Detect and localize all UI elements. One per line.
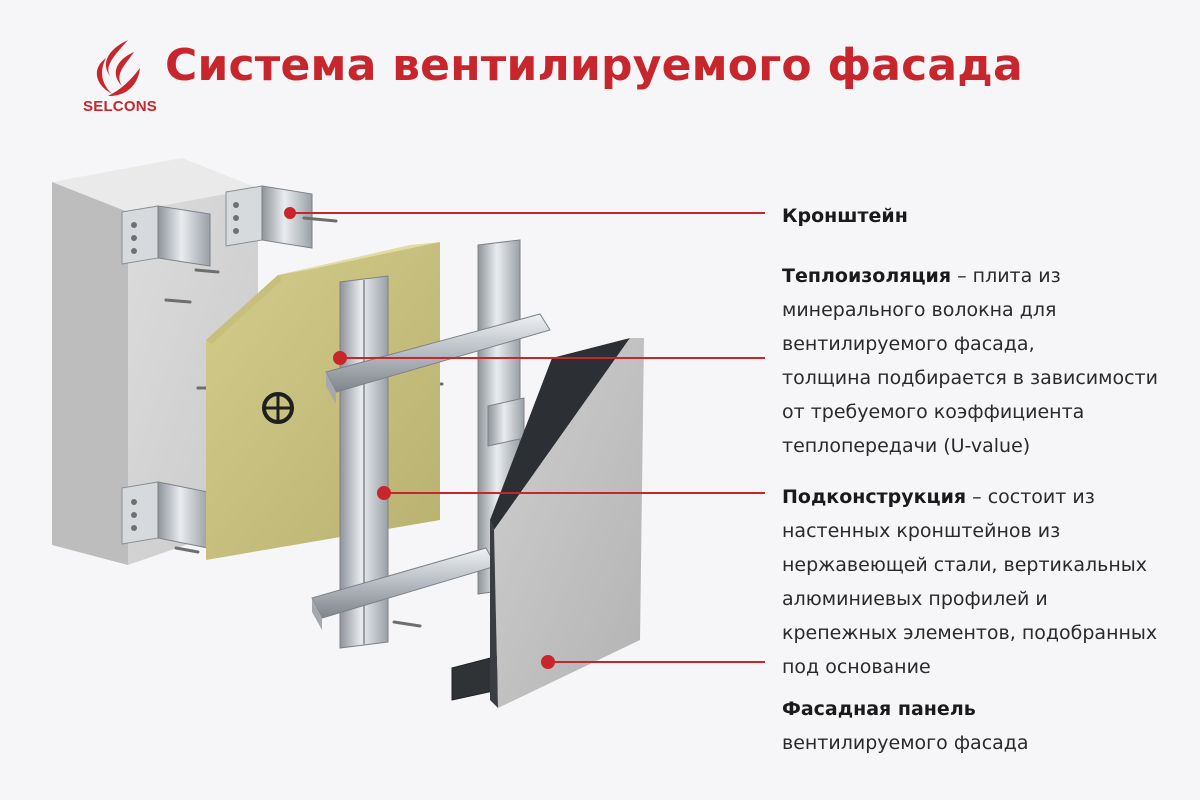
page-title: Система вентилируемого фасада <box>165 40 1023 91</box>
facade-panel <box>490 338 644 708</box>
callout-insulation-line: вентилируемого фасада, <box>782 333 1035 355</box>
callout-substructure-line: нержавеющей стали, вертикальных <box>782 554 1148 576</box>
bracket-bottom-left <box>121 481 209 549</box>
callout-facade-panel-heading: Фасадная панель <box>782 698 976 720</box>
callout-bracket-heading: Кронштейн <box>782 205 908 227</box>
callout-substructure-heading: Подконструкция <box>782 486 967 508</box>
callout-bracket: Кронштейн <box>782 199 1187 233</box>
bracket-top-right <box>225 185 313 249</box>
brand-logo: SELCONS <box>70 38 170 120</box>
callout-facade-panel-line: вентилируемого фасада <box>782 732 1029 754</box>
callout-insulation-line: толщина подбирается в зависимости <box>782 367 1158 389</box>
callout-facade-panel: Фасадная панель вентилируемого фасада <box>782 692 1187 760</box>
callout-substructure-line: алюминиевых профилей и <box>782 588 1048 610</box>
callout-substructure: Подконструкция – состоит из настенных кр… <box>782 480 1187 684</box>
bracket-top-left <box>121 205 211 267</box>
leader-lines <box>284 207 765 669</box>
selcons-flame-icon <box>96 40 140 96</box>
callout-insulation-line: теплопередачи (U-value) <box>782 435 1031 457</box>
callout-substructure-line: крепежных элементов, подобранных <box>782 622 1158 644</box>
horizontal-profile-top <box>325 313 551 404</box>
callout-insulation-line: от требуемого коэффициента <box>782 401 1085 423</box>
callout-insulation-heading: Теплоизоляция <box>782 265 952 287</box>
callout-substructure-line: под основание <box>782 656 931 678</box>
brand-name: SELCONS <box>83 98 157 115</box>
callout-insulation: Теплоизоляция – плита из минерального во… <box>782 259 1187 463</box>
callout-insulation-tail: – плита из <box>951 265 1061 287</box>
insulation-dowel-icon <box>262 392 294 424</box>
callout-substructure-tail: – состоит из <box>966 486 1095 508</box>
callout-substructure-line: настенных кронштейнов из <box>782 520 1061 542</box>
callout-insulation-line: минерального волокна для <box>782 299 1057 321</box>
